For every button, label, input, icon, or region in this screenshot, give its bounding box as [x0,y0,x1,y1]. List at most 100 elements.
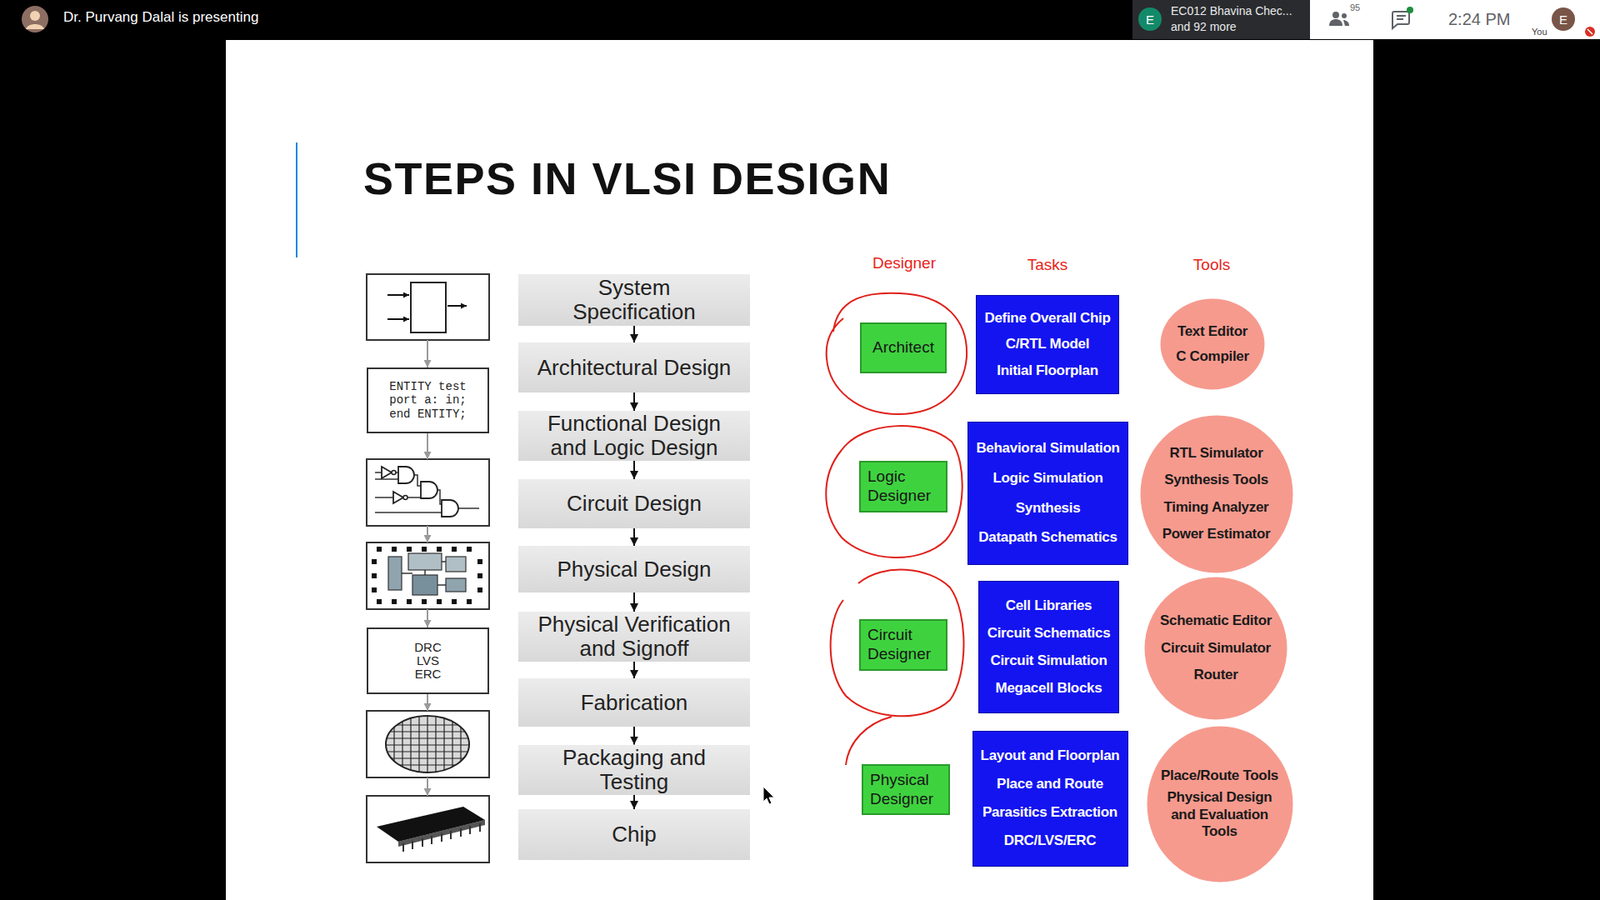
tool-ellipse-fill [1140,415,1293,573]
task-item: Layout and Floorplan [980,747,1120,765]
flow-step-box: Circuit Design [518,479,750,529]
io-pads [371,546,483,605]
task-item: Initial Floorplan [996,362,1098,380]
flow-arrow [633,661,635,679]
icon-arrow [426,694,429,711]
icon-arrow [426,777,429,796]
icon-box [366,710,490,778]
tool-ellipse: Text EditorC Compiler [1160,298,1265,390]
designer-box: Circuit Designer [859,619,948,671]
flow-step-box: Chip [518,809,750,860]
icon-box [366,542,490,610]
task-item: Datapath Schematics [978,529,1117,546]
flow-step-box: Fabrication [518,678,750,727]
task-item: Logic Simulation [992,470,1103,487]
people-icon [1341,13,1347,19]
flow-arrow [633,325,635,343]
presenter-caption: Dr. Purvang Dalal is presenting [63,9,259,26]
slide-title: STEPS IN VLSI DESIGN [363,151,891,206]
mic-off-slash [1587,29,1593,35]
tool-ellipse-fill [1145,577,1288,720]
chat-icon [1392,11,1410,29]
flow-arrow [633,392,635,411]
people-icon [1329,19,1343,26]
designer-box: Logic Designer [859,460,948,513]
step-label: Physical Verification and Signoff [535,612,734,660]
designer-label: Architect [872,338,935,358]
icon-box [366,459,490,526]
chip-pins [403,823,480,852]
tool-item: Text Editor [1177,323,1248,340]
block-symbol [410,282,446,333]
tool-ellipse-fill [1146,725,1293,882]
step-label: System Specification [535,275,734,324]
annotation-loop [825,425,962,558]
flow-step-box: Physical Verification and Signoff [518,611,750,662]
mic-off-badge [1585,26,1595,37]
accent-line [295,142,298,258]
task-item: Place and Route [996,775,1104,793]
flow-arrow [633,726,635,745]
output-arrow [447,305,467,307]
icon-caption: DRC LVS ERC [407,640,450,680]
wafer-dies [383,712,472,776]
task-item: Behavioral Simulation [975,440,1120,457]
flow-arrow [633,592,635,612]
task-item: Cell Libraries [1005,597,1093,615]
avatar-initial: E [1145,13,1155,26]
column-header: Tasks [997,255,1098,275]
step-label: Physical Design [557,557,712,582]
task-box: Cell LibrariesCircuit SchematicsCircuit … [978,580,1120,714]
step-label: Packaging and Testing [535,745,734,794]
avatar-circle: E [1138,7,1162,31]
inverter-bubble [391,470,396,475]
icon-box: DRC LVS ERC [366,627,490,695]
people-count: 95 [1350,2,1360,14]
tool-item: Physical Design and Evaluation Tools [1159,789,1281,840]
designer-label: Physical Designer [870,770,942,810]
annotation-loop [826,293,967,415]
tool-item: Timing Analyzer [1164,499,1270,516]
flow-step-box: Architectural Design [518,342,750,393]
task-item: DRC/LVS/ERC [1004,832,1097,850]
tool-ellipse-shape [1140,415,1294,574]
avatar-circle: E [1551,7,1575,31]
task-box: Layout and FloorplanPlace and RouteParas… [972,730,1129,867]
layout-cell [445,578,466,592]
presenter-avatar [21,5,49,33]
task-item: Synthesis [1015,500,1081,517]
presenter-face [30,10,40,21]
tool-item: Synthesis Tools [1164,471,1269,489]
controls-panel [1310,0,1600,40]
participants-panel [1132,0,1310,40]
flow-arrow [633,528,635,546]
flow-step-box: System Specification [518,274,750,326]
layout-cell [445,556,466,572]
flow-step-box: Packaging and Testing [518,745,750,795]
designer-box: Architect [860,322,947,374]
tool-ellipse: RTL SimulatorSynthesis ToolsTiming Analy… [1140,415,1294,574]
task-item: Parasitics Extraction [982,804,1118,821]
input-arrow [387,318,410,320]
layout-cell [412,575,438,595]
task-item: Circuit Schematics [987,625,1111,642]
task-item: Define Overall Chip [984,310,1110,327]
presenter-shoulders [25,24,45,30]
people-icon [1332,11,1340,19]
designer-label: Logic Designer [867,467,940,506]
tool-item: Schematic Editor [1160,612,1272,630]
icon-arrow [426,433,429,460]
chat-icon-lines [1396,15,1406,20]
icon-arrow [426,525,429,543]
step-label: Fabrication [580,690,689,715]
tool-item: RTL Simulator [1170,445,1264,462]
icon-arrow [426,609,429,628]
layout-cell [388,556,402,590]
icon-box [366,795,490,863]
task-item: Megacell Blocks [995,680,1103,697]
tool-item: Power Estimator [1162,525,1271,543]
meeting-top-bar [0,0,1600,40]
